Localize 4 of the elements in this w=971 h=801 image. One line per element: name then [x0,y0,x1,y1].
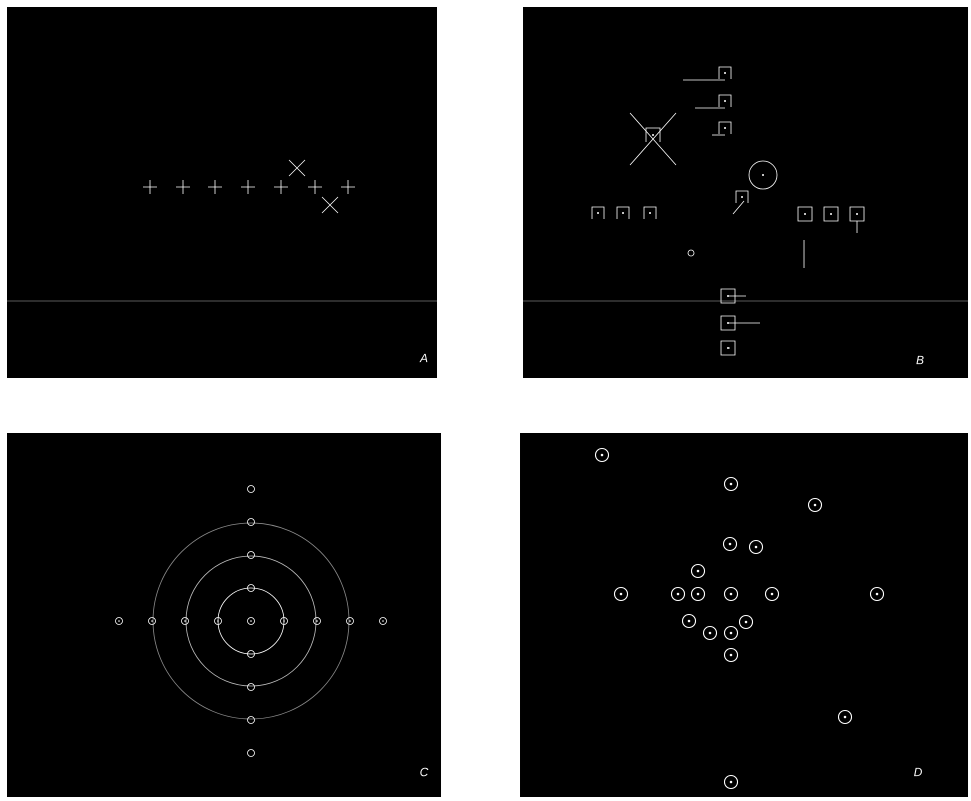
panel-letter: B [916,356,924,364]
panel-letter: C [420,768,428,776]
panel-letter: D [914,768,922,776]
panel-letter: A [419,354,428,362]
